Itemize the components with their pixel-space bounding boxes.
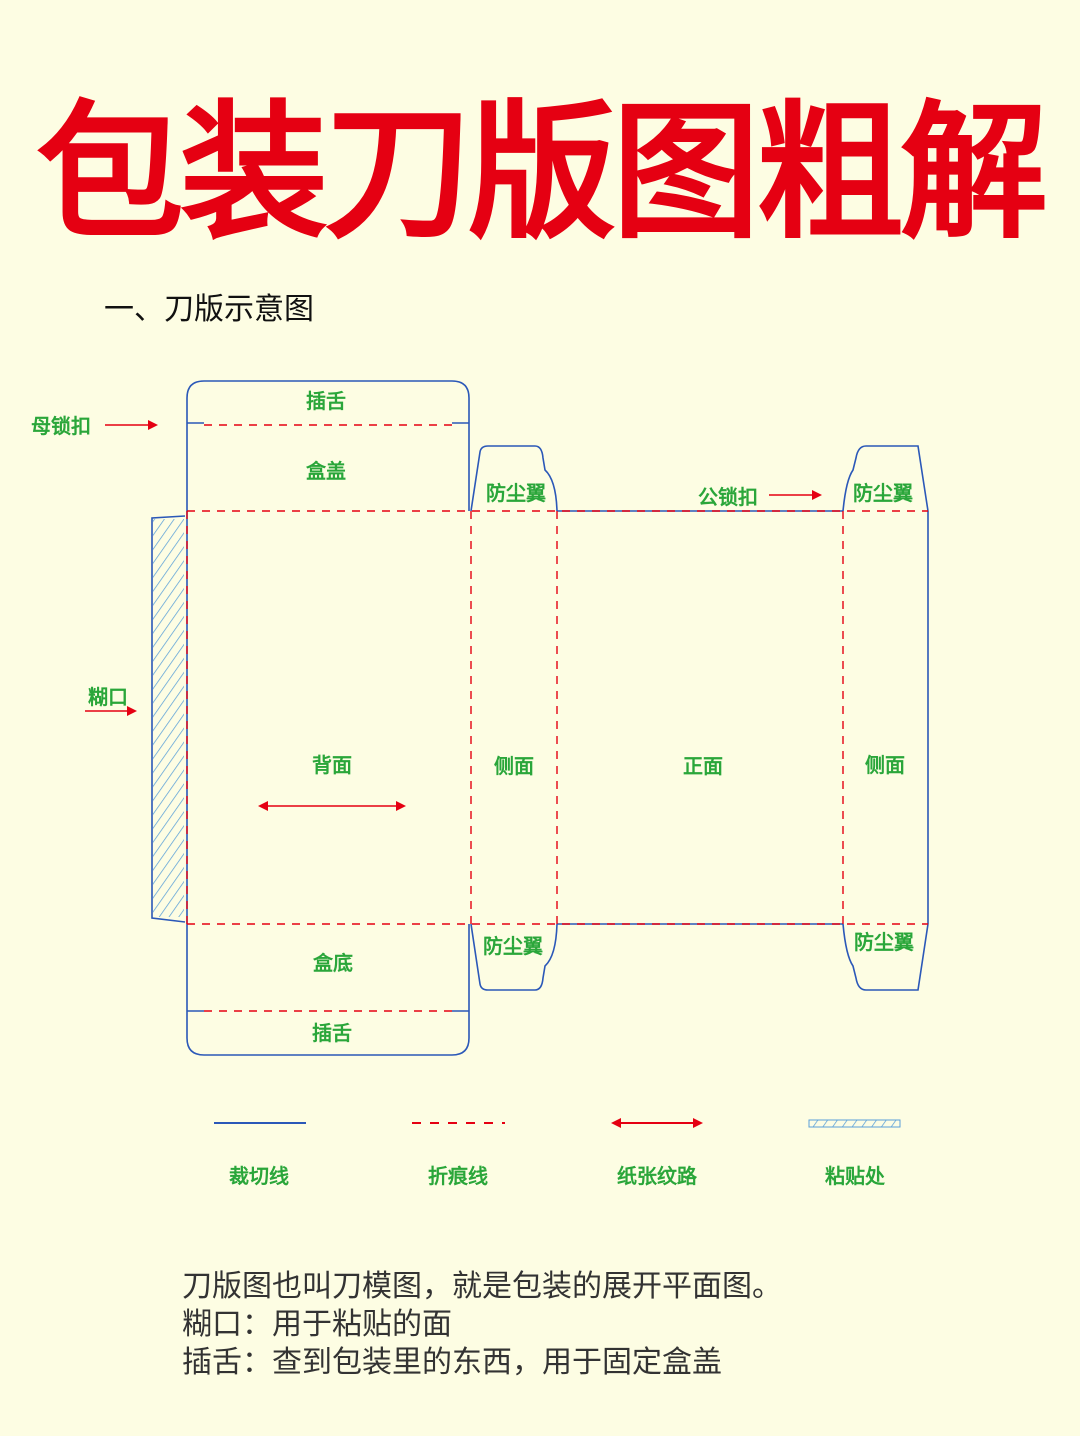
label-bottom-tuck-flap: 插舌 [312,1021,352,1045]
dust-flap-1-outline [470,445,558,512]
description-line-3: 插舌：查到包装里的东西，用于固定盒盖 [182,1345,722,1380]
label-dust-flap-3: 防尘翼 [853,481,913,505]
bottom-tuck-flap-outline [186,1011,470,1056]
label-lid: 盒盖 [305,459,346,483]
label-back-panel: 背面 [312,753,352,777]
legend-fold-line-label: 折痕线 [428,1164,488,1188]
label-male-lock: 公锁扣 [698,485,758,509]
label-bottom: 盒底 [312,951,353,975]
bottom-outline [186,924,470,1012]
dust-flap-2-outline [470,923,558,991]
legend: 裁切线 折痕线 纸张纹路 粘贴处 [214,1118,901,1188]
lid-outline [186,422,470,511]
legend-glue-swatch [808,1119,901,1128]
label-side-panel-2: 侧面 [865,753,905,777]
label-dust-flap-2: 防尘翼 [483,934,543,958]
label-female-lock: 母锁扣 [31,414,91,438]
label-side-panel-1: 侧面 [494,754,534,778]
glue-flap-hatch [153,519,184,917]
legend-cut-line-label: 裁切线 [229,1164,289,1188]
label-top-tuck-flap: 插舌 [306,389,346,413]
front-panel-outline [557,510,843,925]
legend-grain-label: 纸张纹路 [617,1164,698,1188]
description-line-1: 刀版图也叫刀模图，就是包装的展开平面图。 [182,1269,782,1304]
glue-flap-outline [151,515,186,923]
label-front-panel: 正面 [683,754,723,778]
dust-flap-4-outline [842,923,929,991]
section-heading: 一、刀版示意图 [104,292,314,327]
label-glue-flap: 糊口 [88,685,128,709]
legend-glue-label: 粘贴处 [825,1164,886,1188]
label-dust-flap-4: 防尘翼 [854,930,914,954]
top-tuck-flap-outline [186,380,470,425]
label-dust-flap-1: 防尘翼 [486,481,546,505]
description: 刀版图也叫刀模图，就是包装的展开平面图。 糊口：用于粘贴的面 插舌：查到包装里的… [182,1268,782,1382]
page-title: 包装刀版图粗解 [36,87,1048,259]
description-line-2: 糊口：用于粘贴的面 [182,1307,452,1342]
dust-flap-3-outline [842,445,929,512]
